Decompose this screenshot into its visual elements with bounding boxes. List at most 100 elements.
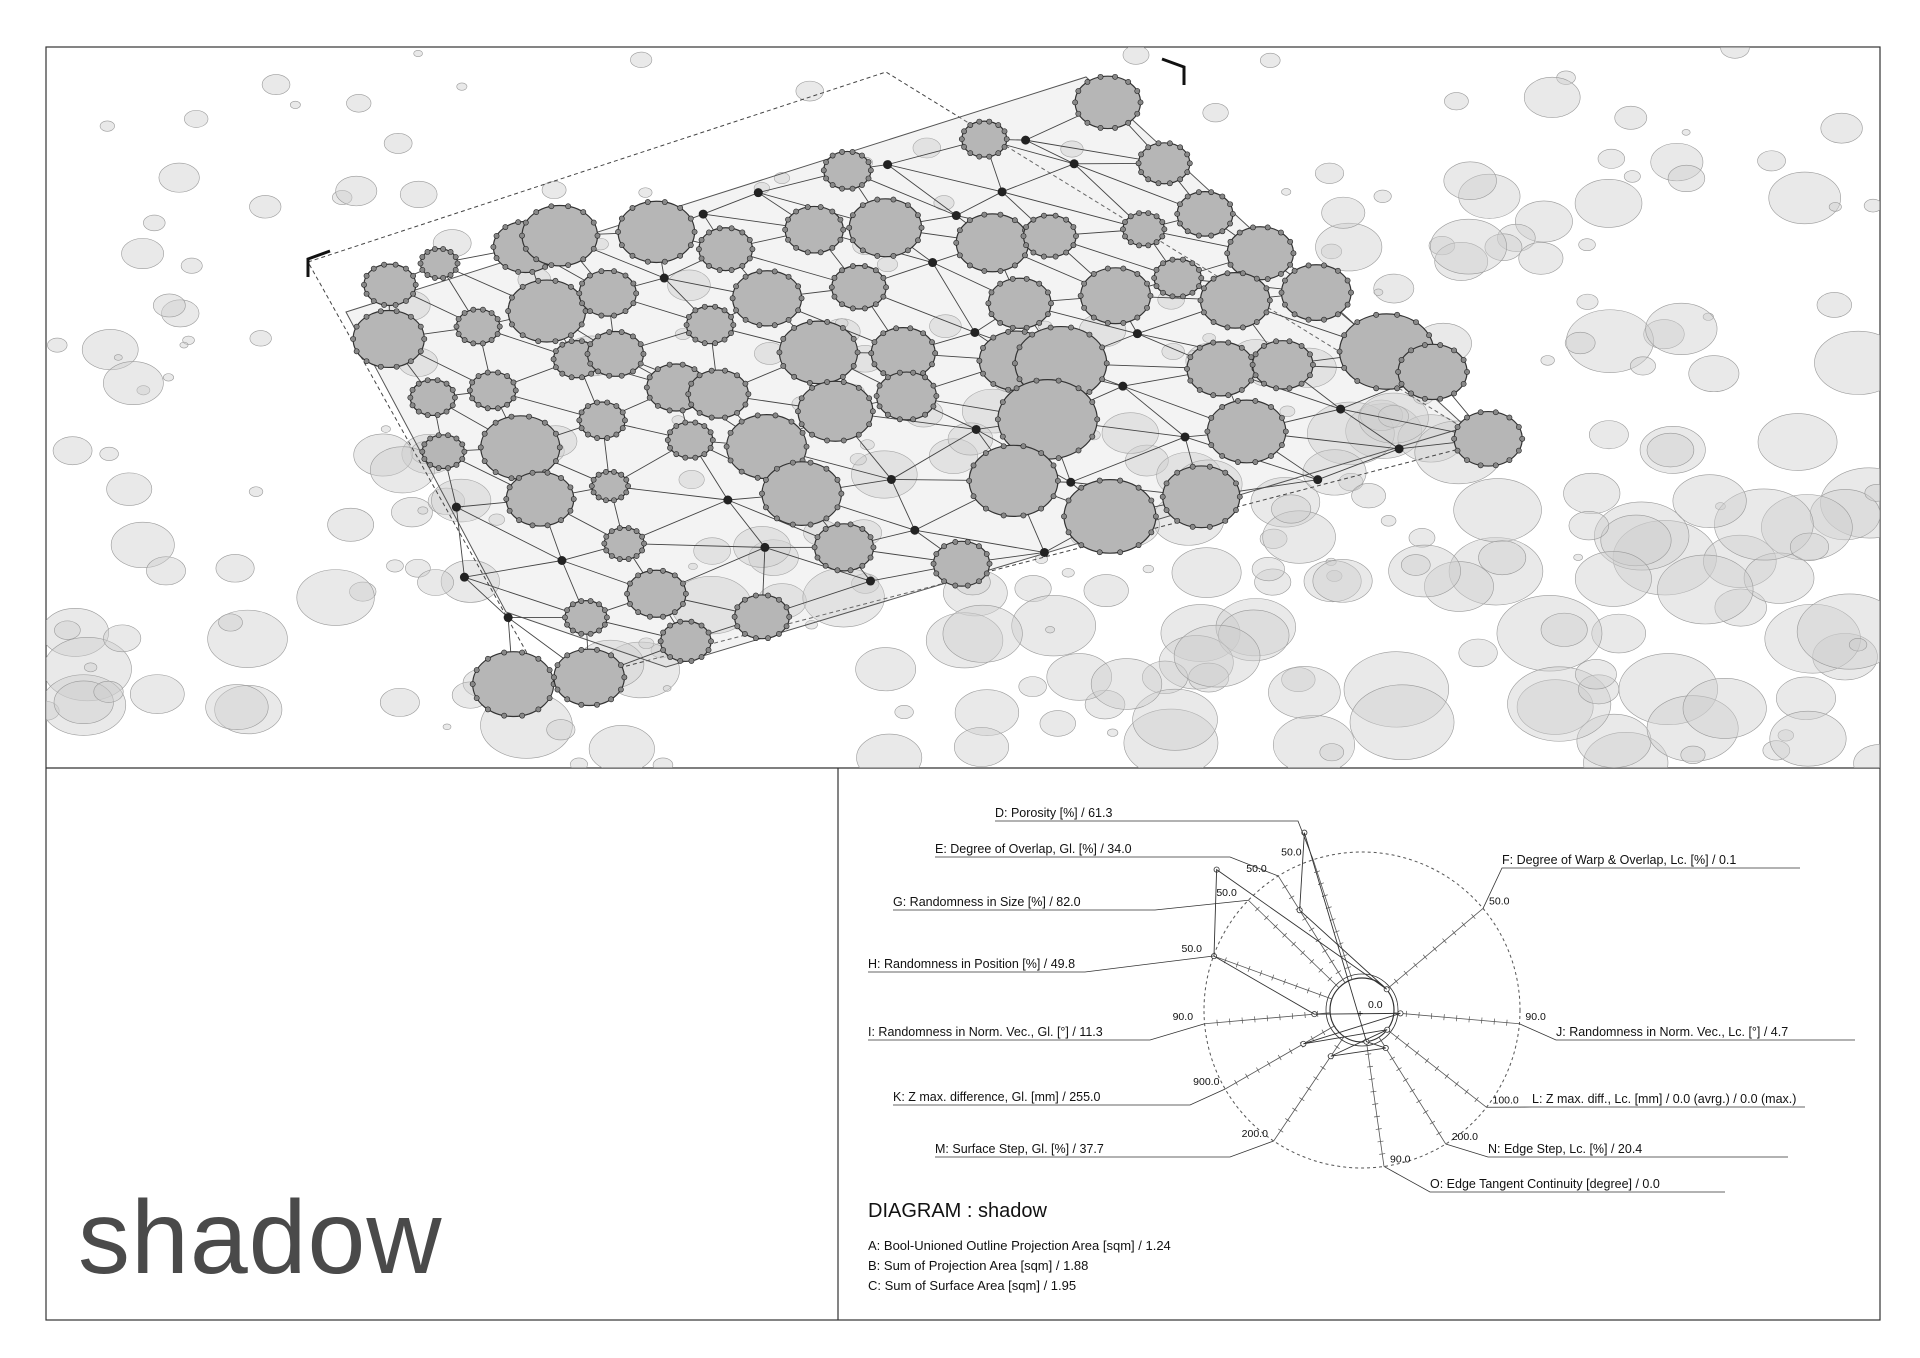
rim-node — [1426, 332, 1432, 339]
rim-node — [1395, 369, 1402, 375]
rim-node — [929, 361, 935, 368]
rim-node — [849, 263, 856, 269]
shadow-circle — [1202, 103, 1229, 123]
rim-node — [635, 572, 642, 579]
shadow-circle — [1448, 537, 1544, 606]
rim-node — [484, 369, 491, 376]
rim-node — [930, 382, 937, 389]
rim-node — [667, 429, 673, 436]
shadow-circle — [1061, 568, 1075, 578]
rim-node — [1030, 249, 1037, 256]
rim-node — [1492, 462, 1499, 469]
rim-node — [1038, 450, 1045, 456]
network-node — [1118, 381, 1128, 391]
network-node — [1394, 444, 1404, 454]
rim-node — [1184, 228, 1191, 235]
rim-node — [618, 372, 625, 379]
rim-node — [1198, 275, 1205, 281]
rim-node — [847, 521, 854, 528]
rim-node — [698, 255, 705, 262]
rim-node — [508, 475, 515, 482]
rim-node — [1137, 99, 1144, 106]
rim-node — [982, 450, 989, 456]
rim-node — [461, 337, 468, 343]
rim-node — [621, 674, 628, 681]
rim-node — [578, 425, 585, 432]
aperture-disc — [1199, 271, 1271, 329]
network-node — [1132, 329, 1142, 339]
shadow-circle — [1714, 488, 1814, 561]
aperture-disc — [1226, 226, 1295, 281]
shadow-circle — [1444, 92, 1469, 111]
rim-node — [1155, 180, 1162, 187]
rim-node — [1138, 151, 1144, 158]
rim-node — [1112, 73, 1118, 80]
shadow-circle — [296, 569, 375, 626]
shadow-circle — [1107, 728, 1119, 737]
network-node — [865, 576, 875, 586]
rim-node — [966, 477, 973, 484]
rim-node — [983, 570, 990, 577]
rim-node — [705, 629, 712, 636]
network-node — [659, 273, 669, 283]
shadow-circle — [1312, 559, 1373, 603]
shadow-circle — [1307, 401, 1395, 465]
rim-node — [756, 322, 763, 329]
shadow-circle — [488, 513, 505, 526]
network-node — [970, 327, 980, 337]
rim-node — [409, 402, 416, 409]
rim-node — [707, 444, 714, 451]
rim-node — [721, 307, 728, 314]
shadow-circle — [215, 554, 255, 583]
rim-node — [1127, 239, 1134, 246]
rim-node — [756, 268, 763, 275]
shadow-circle — [53, 680, 114, 725]
rim-node — [510, 379, 517, 386]
rim-node — [1070, 242, 1077, 249]
shadow-circle — [1314, 162, 1345, 184]
rim-node — [588, 370, 595, 377]
rim-node — [1050, 493, 1057, 500]
rim-node — [559, 370, 566, 377]
rim-node — [673, 451, 680, 458]
network-node — [1180, 432, 1190, 442]
rim-node — [1321, 262, 1327, 269]
rim-node — [680, 601, 686, 607]
rim-node — [890, 253, 897, 259]
shadow-circle — [1848, 638, 1868, 652]
shadow-circle — [1014, 575, 1052, 602]
shadow-circle — [1320, 243, 1343, 260]
shadow-circle — [218, 613, 243, 632]
network-edge — [464, 576, 509, 618]
rim-node — [679, 361, 686, 368]
shadow-circle — [248, 486, 264, 497]
rim-node — [377, 363, 384, 370]
rim-node — [604, 435, 611, 441]
rim-node — [1147, 292, 1154, 299]
rim-node — [1036, 280, 1043, 287]
rim-node — [806, 319, 813, 325]
rim-node — [608, 553, 615, 559]
rim-node — [1287, 238, 1294, 245]
rim-node — [685, 313, 692, 320]
rim-node — [867, 167, 874, 174]
rim-node — [533, 256, 540, 263]
rim-node — [1373, 385, 1380, 392]
network-node — [451, 502, 461, 512]
shadow-circle — [106, 472, 153, 506]
rim-node — [1084, 79, 1091, 85]
shadow-circle — [1039, 710, 1076, 737]
rim-node — [624, 590, 630, 597]
rim-node — [1103, 360, 1110, 367]
rim-node — [377, 308, 384, 315]
rim-node — [611, 497, 617, 504]
rim-node — [526, 413, 532, 420]
rim-node — [1153, 239, 1160, 246]
rim-node — [1177, 176, 1184, 183]
rim-node — [594, 435, 600, 441]
rim-node — [361, 281, 367, 288]
rim-node — [556, 444, 563, 451]
rim-node — [603, 533, 610, 540]
